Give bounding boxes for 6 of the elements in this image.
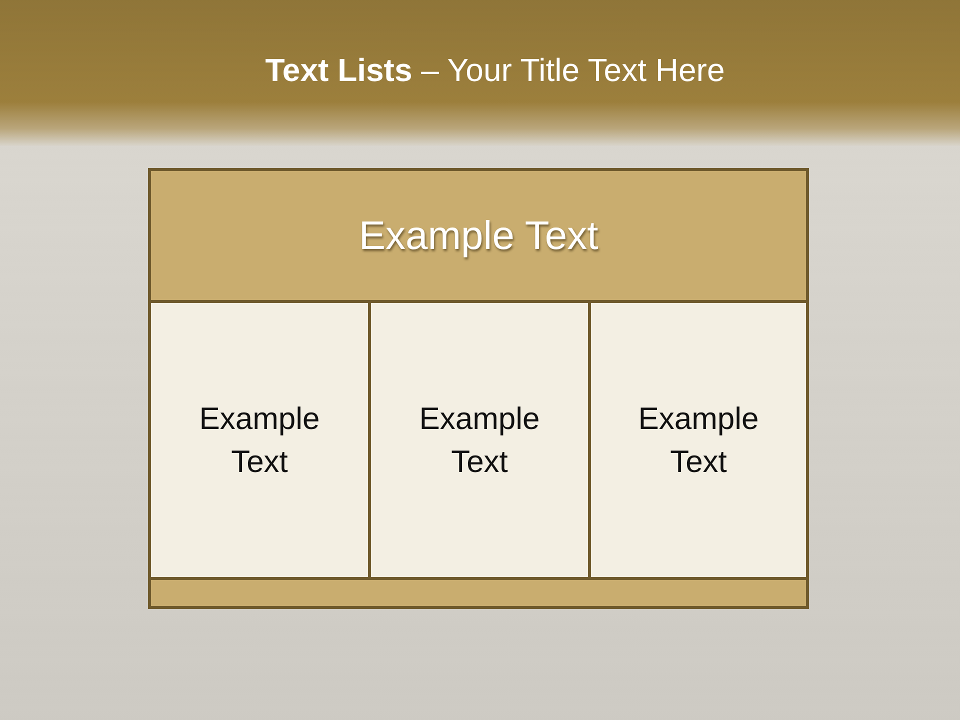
text-panel: Example Text [148,300,371,580]
slide-title: Text Lists – Your Title Text Here [264,52,726,89]
text-panel: Example Text [368,300,591,580]
footer-bar [148,577,809,609]
header-box: Example Text [148,168,809,303]
text-panel: Example Text [588,300,809,580]
